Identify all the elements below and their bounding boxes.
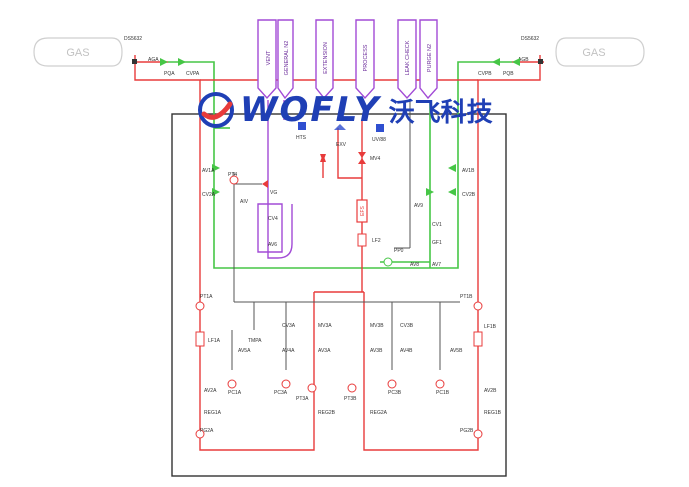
svg-text:GF1: GF1	[432, 240, 442, 246]
header-general-n2-label: GENERAL N2	[284, 41, 290, 76]
svg-text:AV1B: AV1B	[462, 168, 475, 174]
svg-text:VG: VG	[270, 190, 277, 196]
svg-text:AV5B: AV5B	[450, 348, 463, 354]
header-extension-label: EXTENSION	[323, 42, 329, 74]
svg-text:AV5A: AV5A	[238, 348, 251, 354]
svg-text:TMPA: TMPA	[248, 338, 262, 344]
left-cylinder-model: DS5632	[124, 36, 142, 42]
right-inlet-components: AGB PQB CVPB	[478, 57, 543, 77]
svg-text:CV2A: CV2A	[202, 192, 216, 198]
svg-text:MV4: MV4	[370, 156, 381, 162]
svg-text:PT1A: PT1A	[200, 294, 213, 300]
svg-text:AV2A: AV2A	[204, 388, 217, 394]
svg-text:AGA: AGA	[148, 57, 159, 63]
header-general-n2: GENERAL N2	[277, 19, 294, 100]
svg-text:REG1A: REG1A	[204, 410, 222, 416]
cabinet-frame	[171, 113, 507, 477]
svg-text:REG2A: REG2A	[370, 410, 388, 416]
svg-text:CVPA: CVPA	[186, 71, 200, 77]
header-leak-check: LEAK CHECK	[397, 19, 417, 100]
vent-headers: VENT GENERAL N2 EXTENSION PROCESS LEAK C…	[257, 19, 438, 100]
header-purge-n2-label: PURGE N2	[427, 44, 433, 72]
left-gas-cylinder: GAS	[33, 37, 123, 67]
vent-lines	[231, 100, 460, 370]
svg-text:LF1A: LF1A	[208, 338, 221, 344]
svg-text:PT3B: PT3B	[344, 396, 357, 402]
svg-text:CV3B: CV3B	[400, 323, 414, 329]
svg-text:UV/88: UV/88	[372, 137, 386, 143]
svg-text:CV1: CV1	[432, 222, 442, 228]
svg-text:PQA: PQA	[164, 71, 175, 77]
svg-text:PT4: PT4	[228, 172, 237, 178]
svg-text:AV2B: AV2B	[484, 388, 497, 394]
header-leak-check-label: LEAK CHECK	[405, 40, 411, 75]
svg-text:EFS: EFS	[360, 205, 366, 215]
svg-text:PT3A: PT3A	[296, 396, 309, 402]
svg-text:MV3B: MV3B	[370, 323, 384, 329]
brand-mark-icon	[198, 92, 234, 128]
right-gas-cylinder: GAS	[555, 37, 645, 67]
right-cylinder-label: GAS	[582, 47, 605, 59]
svg-text:AGB: AGB	[518, 57, 529, 63]
brand-name: WOFLY	[240, 90, 381, 130]
header-lines	[257, 100, 293, 259]
header-vent-label: VENT	[266, 50, 272, 65]
svg-text:AV4B: AV4B	[400, 348, 413, 354]
header-purge-n2: PURGE N2	[419, 19, 438, 100]
svg-text:PC3B: PC3B	[388, 390, 402, 396]
svg-text:AV9: AV9	[414, 203, 423, 209]
svg-text:PP0: PP0	[394, 248, 404, 254]
svg-text:AV6: AV6	[268, 242, 277, 248]
process-column: MV4 EFS LF2	[320, 152, 381, 247]
svg-text:CV4: CV4	[268, 216, 278, 222]
left-inlet-components: AGA PQA CVPA	[132, 57, 200, 77]
svg-text:PT1B: PT1B	[460, 294, 473, 300]
svg-text:PC1B: PC1B	[436, 390, 450, 396]
brand-logo: WOFLY 沃飞科技	[196, 88, 496, 132]
svg-text:PQB: PQB	[503, 71, 514, 77]
svg-text:REG2B: REG2B	[318, 410, 336, 416]
svg-text:REG1B: REG1B	[484, 410, 502, 416]
header-vent: VENT	[257, 19, 277, 100]
right-cylinder-model: DS5632	[521, 36, 539, 42]
svg-text:AV8: AV8	[410, 262, 419, 268]
header-process-label: PROCESS	[363, 44, 369, 71]
svg-text:MV3A: MV3A	[318, 323, 332, 329]
right-upper-components: AV1B CV2B AV9 CV1 GF1 PP0 AV8 AV7	[383, 164, 476, 268]
svg-text:AV3A: AV3A	[318, 348, 331, 354]
svg-text:HTS: HTS	[296, 135, 307, 141]
svg-text:CVPB: CVPB	[478, 71, 492, 77]
svg-text:PG2A: PG2A	[200, 428, 214, 434]
lower-right-components: PT1B LF1B MV3B CV3B AV3B AV4B AV5B PC3B …	[344, 294, 502, 439]
left-upper-components: AV1A CV2A PT4 AIV VG CV4 AV6	[202, 164, 278, 248]
svg-text:EXV: EXV	[336, 142, 347, 148]
svg-text:AV4A: AV4A	[282, 348, 295, 354]
header-process: PROCESS	[355, 19, 375, 100]
svg-text:PC1A: PC1A	[228, 390, 242, 396]
svg-text:CV3A: CV3A	[282, 323, 296, 329]
svg-text:AIV: AIV	[240, 199, 249, 205]
svg-text:CV2B: CV2B	[462, 192, 476, 198]
header-extension: EXTENSION	[315, 19, 334, 100]
left-cylinder-label: GAS	[66, 47, 89, 59]
header-area-components: HTS EXV UV/88	[296, 122, 386, 148]
svg-text:LF1B: LF1B	[484, 324, 497, 330]
svg-text:PC3A: PC3A	[274, 390, 288, 396]
svg-text:AV7: AV7	[432, 262, 441, 268]
brand-name-cn: 沃飞科技	[388, 97, 493, 128]
svg-text:AV1A: AV1A	[202, 168, 215, 174]
svg-text:AV3B: AV3B	[370, 348, 383, 354]
lower-left-components: PT1A LF1A TMPA CV3A MV3A AV5A AV4A AV3A …	[195, 294, 336, 439]
svg-text:LF2: LF2	[372, 238, 381, 244]
svg-text:PG2B: PG2B	[460, 428, 474, 434]
